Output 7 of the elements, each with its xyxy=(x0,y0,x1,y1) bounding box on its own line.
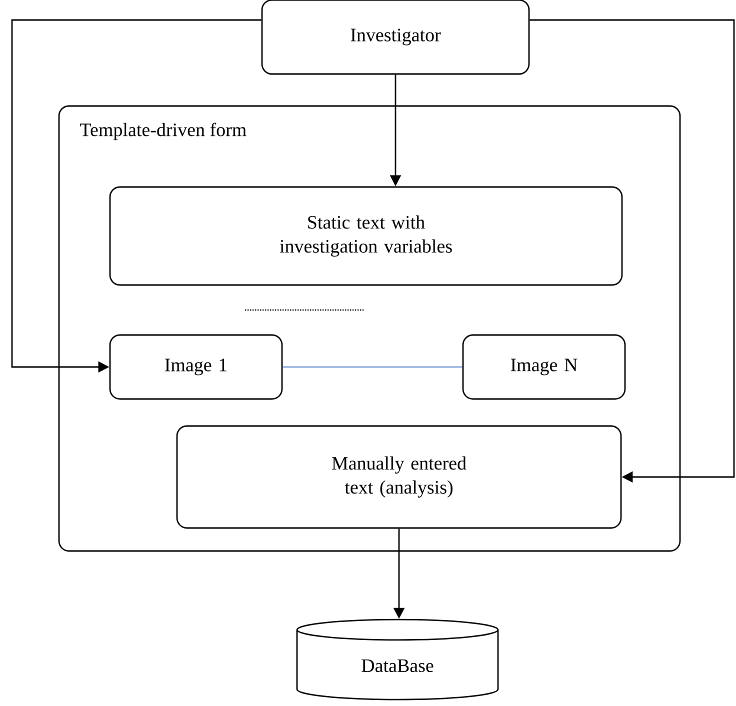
database-cylinder: DataBase xyxy=(296,618,499,700)
text-box: Manually entered text (analysis) xyxy=(176,425,622,529)
image-box: Image N xyxy=(462,334,626,400)
text-box: Static text with investigation variables xyxy=(109,186,623,286)
process-box: Investigator xyxy=(261,0,530,75)
image-box: Image 1 xyxy=(109,334,283,400)
arrow xyxy=(530,19,735,483)
